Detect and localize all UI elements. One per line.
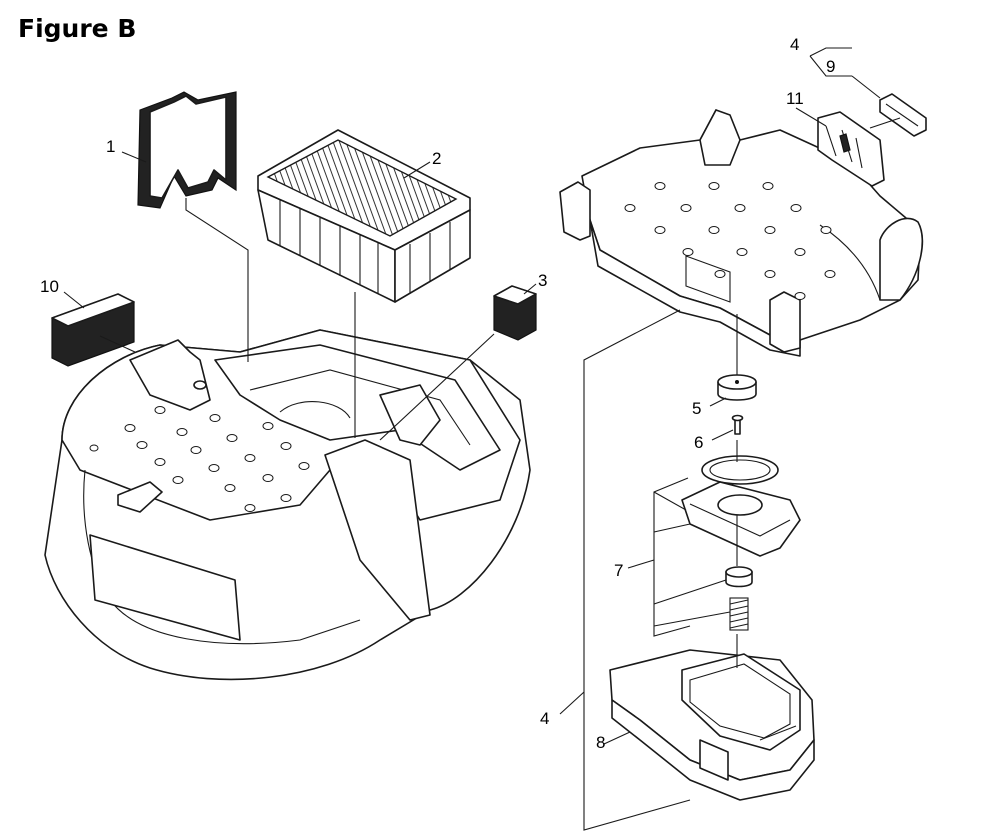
callout-2: 2 (432, 149, 441, 168)
callout-4-bottom: 4 (540, 709, 549, 728)
callout-7: 7 (614, 561, 623, 580)
callout-10: 10 (40, 277, 59, 296)
figure-title: Figure B (18, 14, 137, 43)
part-10-foam-pad (51, 293, 135, 367)
part-6-screw (731, 414, 744, 435)
callout-11: 11 (786, 89, 804, 108)
callout-1: 1 (106, 137, 115, 156)
callout-labels: 1 2 3 10 4 9 11 5 6 7 4 8 (40, 35, 835, 752)
leader-lines (63, 47, 901, 831)
part-1-filter-plate (137, 91, 237, 209)
main-housing (44, 329, 531, 681)
part-7-valve-assembly (681, 455, 801, 631)
part-5-disc (717, 374, 757, 401)
callout-9: 9 (826, 57, 835, 76)
part-11-latch (817, 111, 885, 187)
top-cover-plate (559, 109, 924, 357)
part-9-small-plate (879, 93, 927, 137)
part-8-bottom-tray (609, 649, 815, 801)
part-3-foam-block (493, 285, 537, 341)
part-2-cartridge-filter (257, 129, 471, 303)
callout-4-top: 4 (790, 35, 799, 54)
callout-5: 5 (692, 399, 701, 418)
callout-8: 8 (596, 733, 605, 752)
callout-6: 6 (694, 433, 703, 452)
callout-3: 3 (538, 271, 547, 290)
